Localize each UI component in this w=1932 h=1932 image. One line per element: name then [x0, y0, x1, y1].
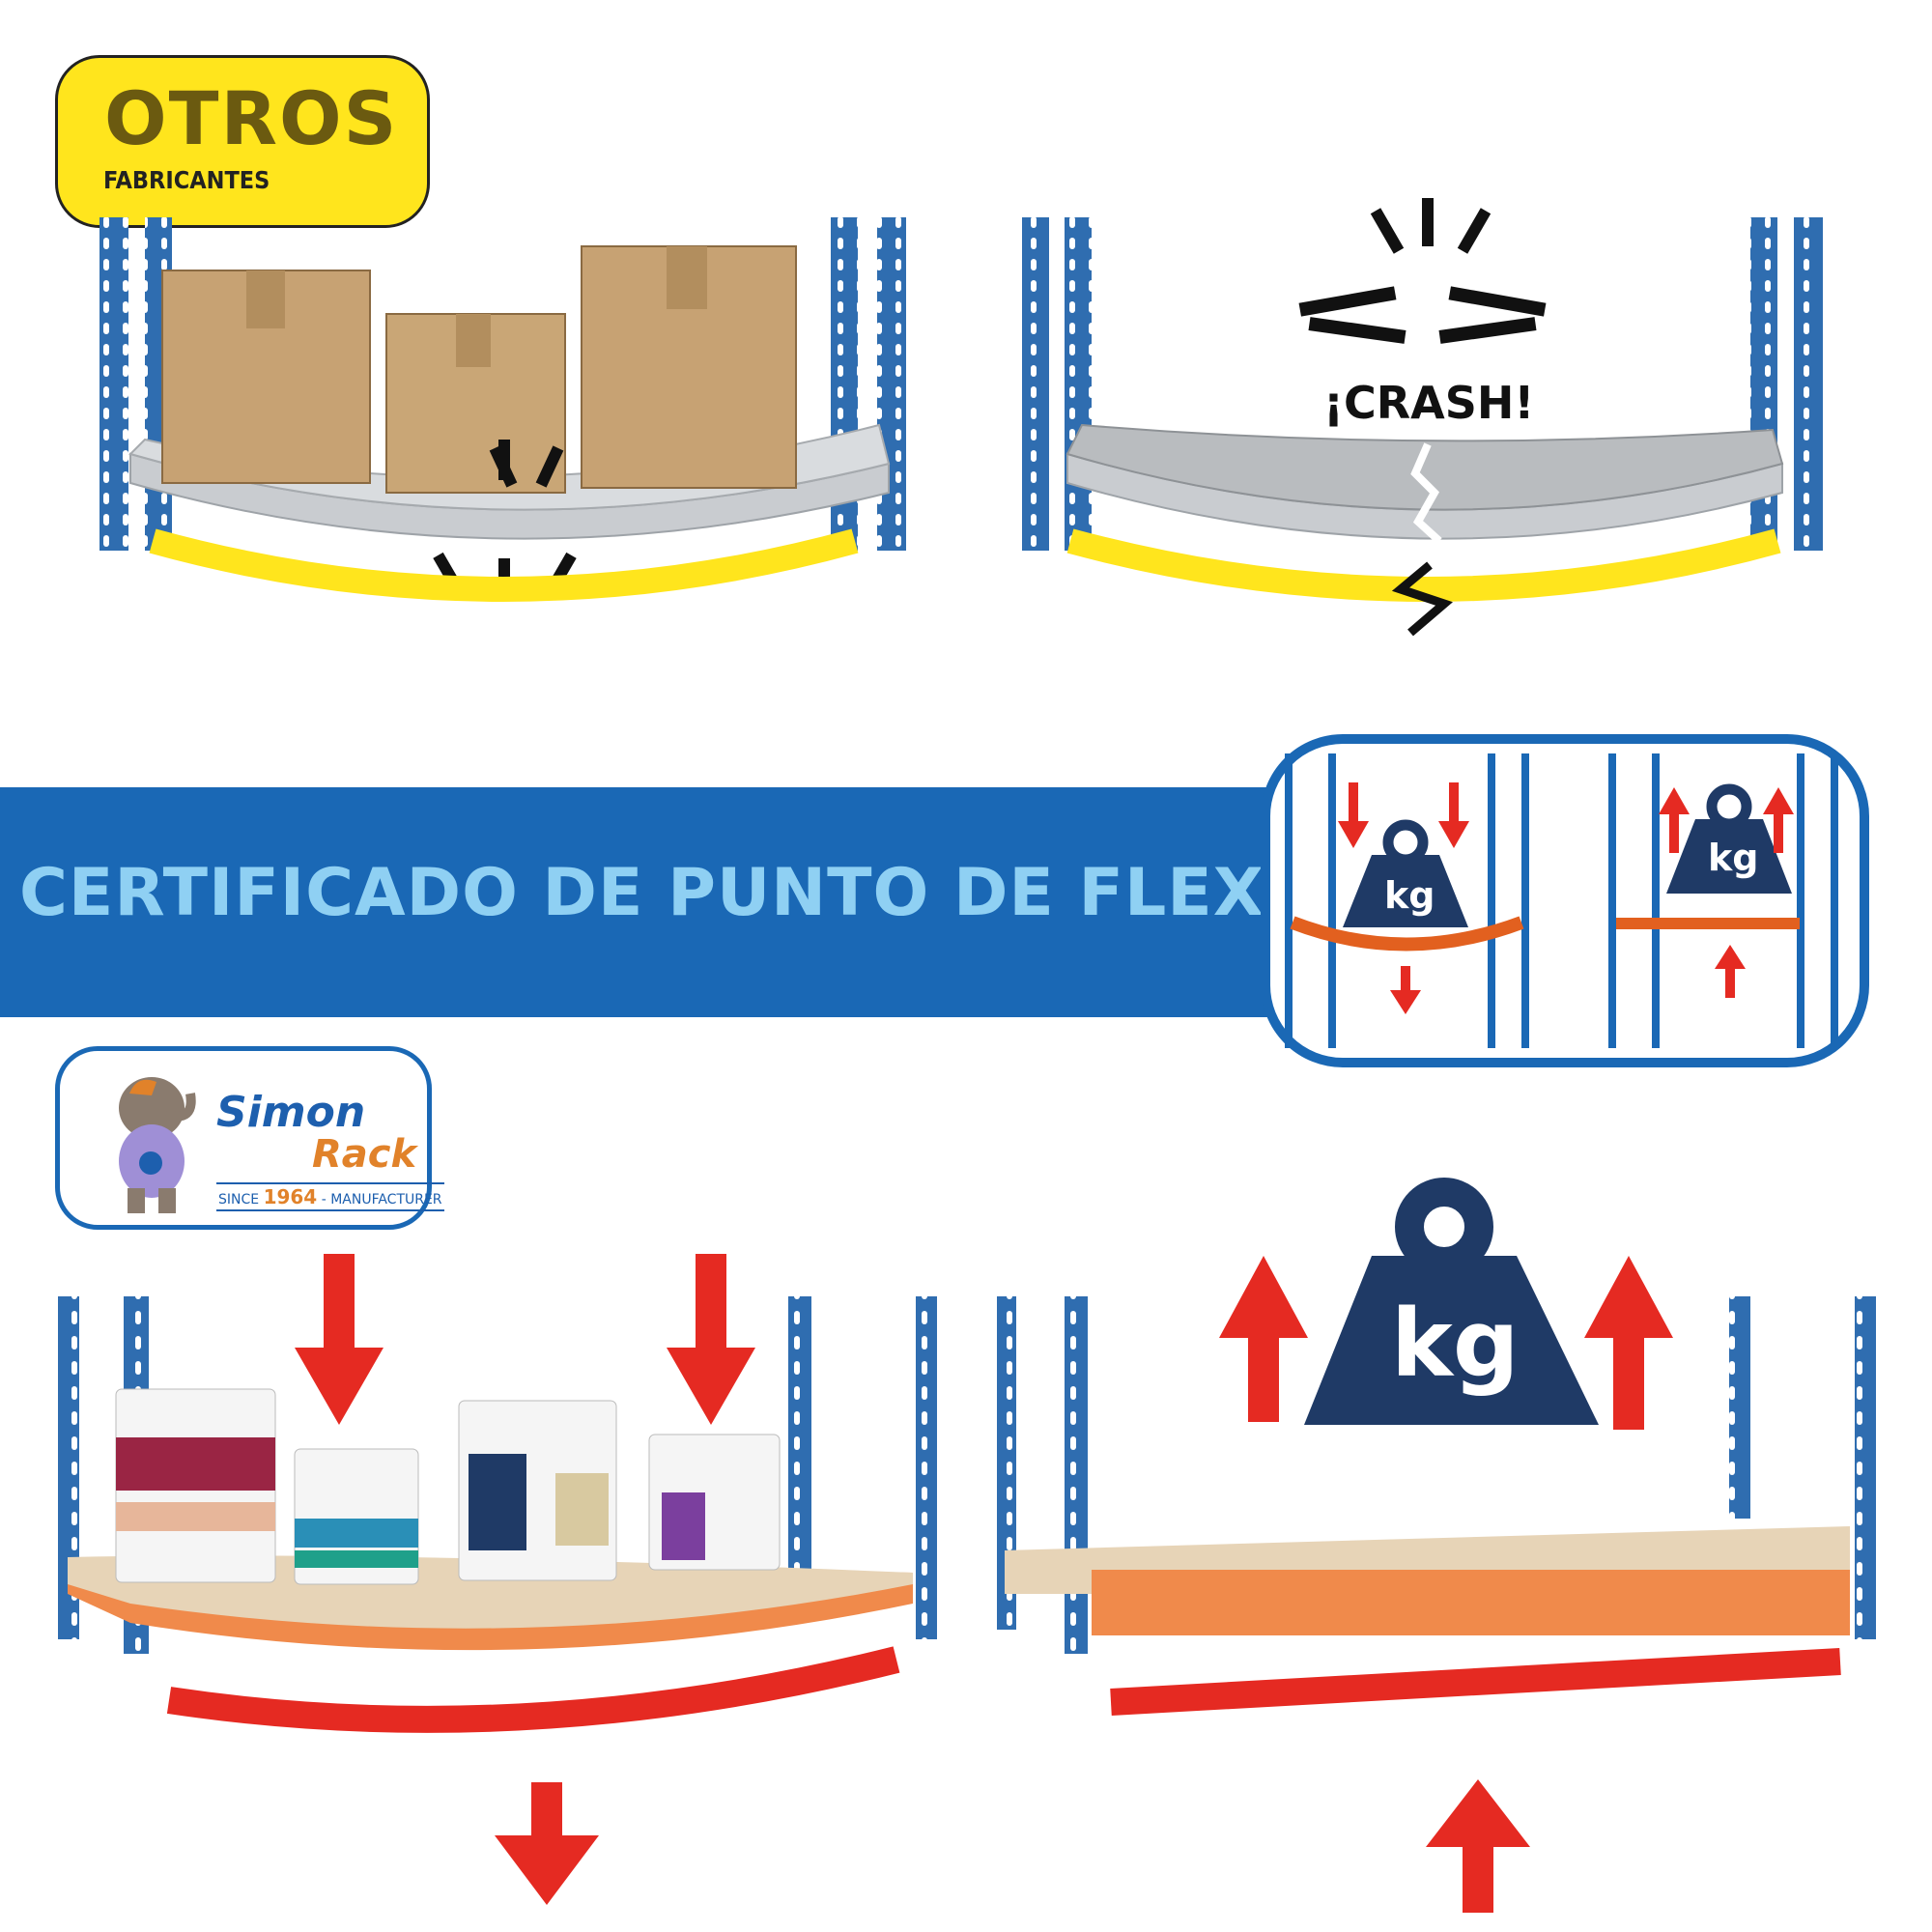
rack-upright	[877, 217, 906, 551]
arrow-up-icon	[1426, 1779, 1530, 1913]
arrow-down-icon	[495, 1782, 599, 1905]
brand-badge: Simon Rack SINCE 1964 - MANUFACTURER	[55, 1046, 444, 1230]
rack-upright	[124, 1296, 149, 1654]
brand-name: Simon	[216, 1088, 366, 1137]
rack-upright	[997, 1296, 1016, 1630]
badge-subtitle: FABRICANTES	[103, 166, 270, 194]
rack-upright	[788, 1296, 811, 1586]
deflection-curve	[149, 528, 859, 602]
cardboard-box	[161, 270, 371, 484]
arrow-up-icon	[1659, 787, 1794, 998]
deflection-curve	[1066, 528, 1781, 602]
paint-bucket	[458, 1400, 617, 1581]
weight-label: kg	[1384, 874, 1435, 917]
brand-since-line: SINCE 1964 - MANUFACTURER	[216, 1182, 444, 1211]
other-manufacturers-illustration	[99, 198, 1823, 637]
rack-upright	[58, 1296, 79, 1639]
rack-upright	[1855, 1296, 1876, 1639]
elephant-mascot-icon	[119, 1077, 196, 1213]
rack-upright	[916, 1296, 937, 1639]
bent-chipboard-shelf	[68, 1557, 913, 1651]
rack-upright	[1022, 217, 1049, 551]
rack-upright	[1794, 217, 1823, 551]
break-bolt-icon	[1391, 561, 1453, 637]
banner-background	[0, 787, 1275, 1017]
no-deflection-line	[1110, 1648, 1841, 1716]
since-suffix: - MANUFACTURER	[321, 1192, 442, 1208]
other-manufacturers-badge: OTROS FABRICANTES	[55, 55, 430, 228]
paint-bucket	[648, 1434, 781, 1571]
badge-title: OTROS	[104, 75, 399, 161]
crash-label: ¡CRASH!	[1323, 377, 1535, 429]
cardboard-box	[385, 313, 566, 494]
rack-upright	[1065, 1296, 1088, 1654]
crash-burst-icon	[1298, 198, 1547, 344]
crack-icon	[1410, 442, 1442, 544]
weight-label: kg	[1708, 837, 1759, 879]
since-prefix: SINCE	[218, 1192, 260, 1208]
rack-upright	[1729, 1296, 1750, 1519]
cardboard-box	[581, 245, 797, 489]
arrow-down-icon	[295, 1254, 755, 1425]
banner-title: CERTIFICADO DE PUNTO DE FLEXIÓN	[19, 855, 1404, 931]
paint-bucket	[115, 1388, 276, 1583]
paint-bucket	[294, 1448, 419, 1585]
deflection-curve	[166, 1646, 900, 1733]
flat-chipboard-shelf	[1005, 1526, 1850, 1594]
rack-upright	[99, 217, 128, 551]
since-year: 1964	[263, 1185, 318, 1208]
flat-shelf-icon	[1616, 918, 1800, 929]
rack-upright	[1065, 217, 1092, 551]
weight-label: kg	[1391, 1290, 1520, 1398]
brand-name-secondary: Rack	[312, 1132, 417, 1177]
